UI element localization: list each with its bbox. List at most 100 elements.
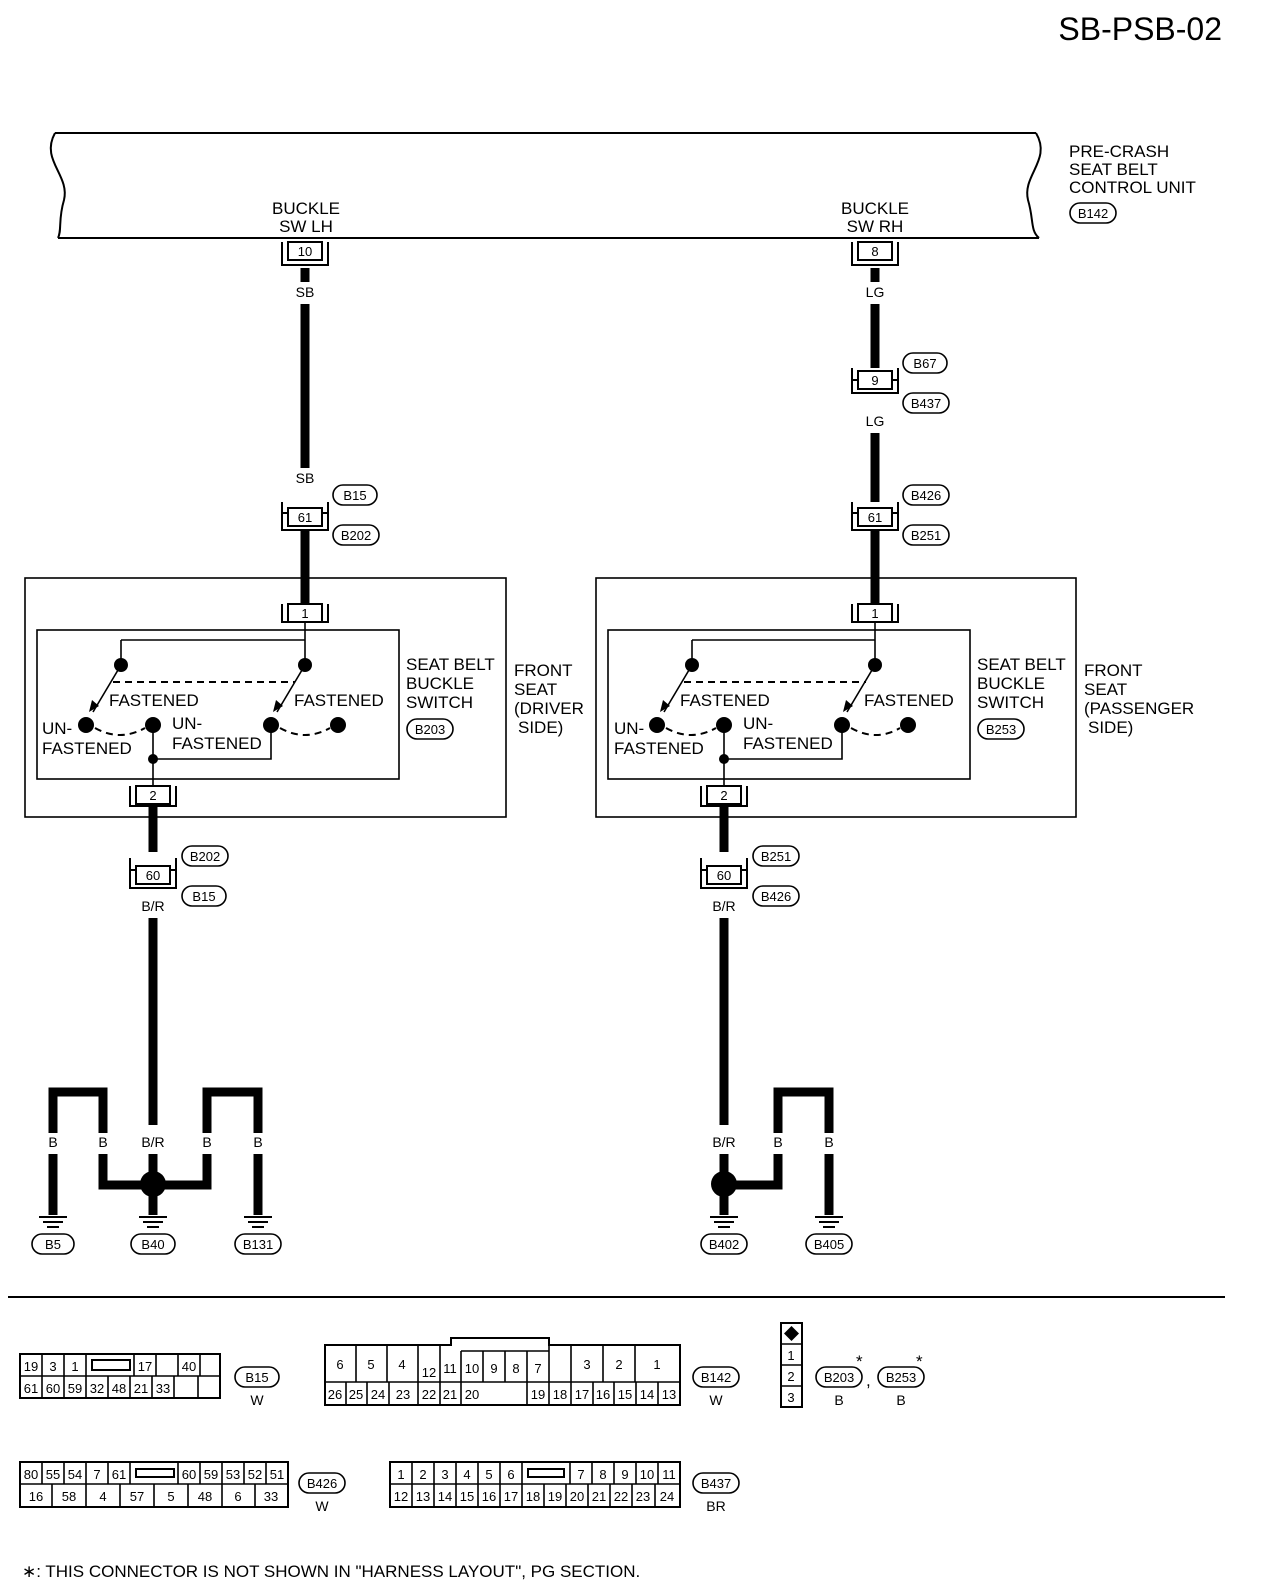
- switch-label-left-2: BUCKLE: [406, 674, 474, 693]
- pin-60-left: 60: [146, 868, 160, 883]
- b426-r1-c8: 59: [204, 1467, 218, 1482]
- b15-r2-c5: 48: [112, 1381, 126, 1396]
- gnd-wire-left-2: B: [98, 1134, 107, 1150]
- switch-label-left-3: SWITCH: [406, 693, 473, 712]
- switch-label-right-3: SWITCH: [977, 693, 1044, 712]
- b426-r2-c1: 16: [29, 1489, 43, 1504]
- fastened-left-b: FASTENED: [294, 691, 384, 710]
- b15-r2-c1: 61: [24, 1381, 38, 1396]
- pin-61-left: 61: [298, 510, 312, 525]
- pin-2-left: 2: [149, 788, 156, 803]
- pin-60-right: 60: [717, 868, 731, 883]
- b437-r2-c11: 22: [614, 1489, 628, 1504]
- unfastened-right-a-2: FASTENED: [614, 739, 704, 758]
- tag-b437: B437: [911, 396, 941, 411]
- b203-color: B: [834, 1392, 843, 1408]
- b15-r2-c7: 33: [156, 1381, 170, 1396]
- b426-r1-c5: 61: [112, 1467, 126, 1482]
- connector-face-b15: 19 3 1 17 40 61 60 59 32 48 21 33 B15 W: [19, 1353, 280, 1408]
- b203-asterisk: *: [856, 1352, 863, 1371]
- tag-b251-bottom: B251: [761, 849, 791, 864]
- b142-r2-c5: 22: [422, 1387, 436, 1402]
- b253-asterisk: *: [916, 1352, 923, 1371]
- tag-b15-bottom: B15: [192, 889, 215, 904]
- buckle-sw-rh-label-1: BUCKLE: [841, 199, 909, 218]
- wire-sb-top: SB: [296, 284, 315, 300]
- wire-br-left: B/R: [141, 898, 164, 914]
- b437-r2-c13: 24: [660, 1489, 674, 1504]
- b426-r1-c10: 52: [248, 1467, 262, 1482]
- b142-r1-c2: 5: [367, 1357, 374, 1372]
- b437-r1-c8: 7: [577, 1467, 584, 1482]
- front-seat-passenger-box: [595, 577, 1077, 818]
- pre-crash-seat-belt-control-unit: PRE-CRASH SEAT BELT CONTROL UNIT B142 BU…: [49, 132, 1196, 239]
- b142-r1-c10: 3: [583, 1357, 590, 1372]
- b437-r2-c10: 21: [592, 1489, 606, 1504]
- b15-r1-c1: 19: [24, 1359, 38, 1374]
- b437-r1-c3: 3: [441, 1467, 448, 1482]
- b142-r2-c1: 26: [328, 1387, 342, 1402]
- seat-label-right-4: SIDE): [1088, 718, 1133, 737]
- b437-r2-c1: 12: [394, 1489, 408, 1504]
- b426-r1-c2: 55: [46, 1467, 60, 1482]
- b142-r2-c7: 20: [465, 1387, 479, 1402]
- pin-61-right: 61: [868, 510, 882, 525]
- fastened-right-b: FASTENED: [864, 691, 954, 710]
- b142-r2-c4: 23: [396, 1387, 410, 1402]
- b426-r2-c6: 48: [198, 1489, 212, 1504]
- b15-r1-c3: 1: [71, 1359, 78, 1374]
- pin-2-right: 2: [720, 788, 727, 803]
- b426-r1-c7: 60: [182, 1467, 196, 1482]
- wire-lg-mid: LG: [866, 413, 885, 429]
- b15-r1-c2: 3: [49, 1359, 56, 1374]
- pin-9: 9: [871, 373, 878, 388]
- b203-pin-2: 2: [787, 1369, 794, 1384]
- b15-r2-c2: 60: [46, 1381, 60, 1396]
- b142-r1-c9: 7: [534, 1361, 541, 1376]
- b437-r1-c10: 9: [621, 1467, 628, 1482]
- tag-b426-top: B426: [911, 488, 941, 503]
- b437-r2-c12: 23: [636, 1489, 650, 1504]
- ground-b402: B402: [709, 1237, 739, 1252]
- ground-b40: B40: [141, 1237, 164, 1252]
- pin-10: 10: [298, 244, 312, 259]
- connector-face-b142: 6 5 4 12 11 10 9 8 7 3 2 1 26 25 24 23 2…: [324, 1337, 740, 1408]
- tag-b253: B253: [986, 722, 1016, 737]
- pin-8: 8: [871, 244, 878, 259]
- b437-r2-c4: 15: [460, 1489, 474, 1504]
- unfastened-right-b-2: FASTENED: [743, 734, 833, 753]
- b142-r1-c4: 12: [422, 1365, 436, 1380]
- seat-label-left-4: SIDE): [518, 718, 563, 737]
- b142-r2-c11: 16: [596, 1387, 610, 1402]
- b437-r2-c5: 16: [482, 1489, 496, 1504]
- b437-r1-c5: 5: [485, 1467, 492, 1482]
- fastened-left-a: FASTENED: [109, 691, 199, 710]
- unfastened-left-b-2: FASTENED: [172, 734, 262, 753]
- b142-r1-c7: 9: [490, 1361, 497, 1376]
- b253-face-id: B253: [886, 1370, 916, 1385]
- buckle-sw-rh-label-2: SW RH: [847, 217, 904, 236]
- b426-face-id: B426: [307, 1476, 337, 1491]
- b142-r2-c14: 13: [662, 1387, 676, 1402]
- unfastened-right-a-1: UN-: [614, 719, 644, 738]
- front-seat-driver-box: [24, 577, 507, 818]
- ground-b131: B131: [243, 1237, 273, 1252]
- connector-face-b426: 80 55 54 7 61 60 59 53 52 51 16 58 4 57 …: [19, 1461, 346, 1514]
- b142-r2-c6: 21: [443, 1387, 457, 1402]
- b437-r2-c2: 13: [416, 1489, 430, 1504]
- b437-r1-c2: 2: [419, 1467, 426, 1482]
- b142-r2-c8: 19: [531, 1387, 545, 1402]
- b437-face-id: B437: [701, 1476, 731, 1491]
- b15-r2-c4: 32: [90, 1381, 104, 1396]
- gnd-wire-left-3: B/R: [141, 1134, 164, 1150]
- b142-r2-c13: 14: [640, 1387, 654, 1402]
- pin-1-right: 1: [871, 606, 878, 621]
- gnd-wire-right-1: B/R: [712, 1134, 735, 1150]
- b142-r2-c9: 18: [553, 1387, 567, 1402]
- b15-face-id: B15: [245, 1370, 268, 1385]
- b437-r1-c4: 4: [463, 1467, 470, 1482]
- b426-r2-c4: 57: [130, 1489, 144, 1504]
- b426-r1-c4: 7: [93, 1467, 100, 1482]
- fastened-right-a: FASTENED: [680, 691, 770, 710]
- b426-r1-c3: 54: [68, 1467, 82, 1482]
